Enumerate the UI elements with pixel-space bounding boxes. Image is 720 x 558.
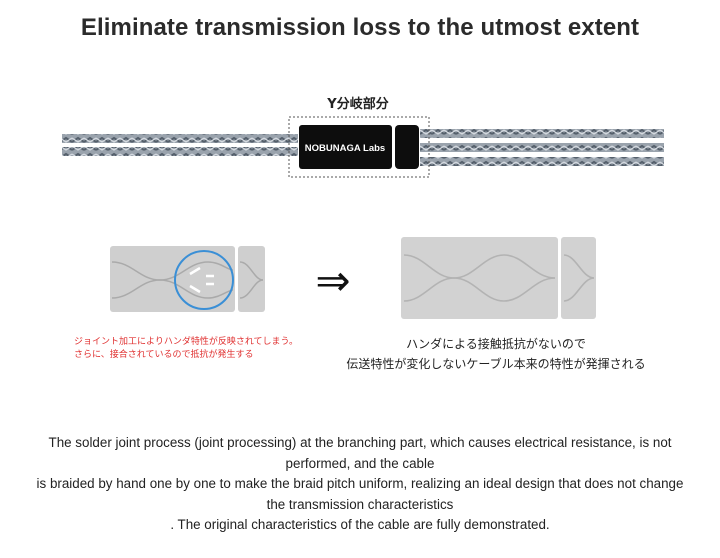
cable-right [420,129,664,166]
joint-before-illustration [110,246,265,312]
arrow-icon: ⇒ [315,256,350,305]
cable-left [62,134,298,156]
caption-line: . The original characteristics of the ca… [170,517,550,532]
y-split-frame [288,116,430,178]
before-note-line1: ジョイント加工によりハンダ特性が反映されてしまう。 [74,335,298,347]
brand-label: NOBUNAGA Labs [305,143,385,154]
caption-line: is braided by hand one by one to make th… [36,476,684,491]
cable-diagram: Y分岐部分 NOBUNAGA Labs ⇒ ジョイント加工によりハンダ [62,96,664,371]
caption-line: the transmission characteristics [266,496,454,512]
joint-highlight-circle [174,250,234,310]
before-note-line2: さらに、接合されているので抵抗が発生する [74,348,253,360]
after-note-line2: 伝送特性が変化しないケーブル本来の特性が発揮される [346,356,645,371]
split-housing-cap [395,125,419,169]
description-caption: The solder joint process (joint processi… [20,433,700,536]
page-title: Eliminate transmission loss to the utmos… [80,14,640,41]
caption-line: The solder joint process (joint processi… [48,435,672,450]
y-split-label: Y分岐部分 [326,96,388,112]
after-note-line1: ハンダによる接触抵抗がないので [406,336,586,351]
caption-line: performed, and the cable [285,455,435,471]
split-housing [299,125,392,169]
joint-after-illustration [401,237,596,319]
